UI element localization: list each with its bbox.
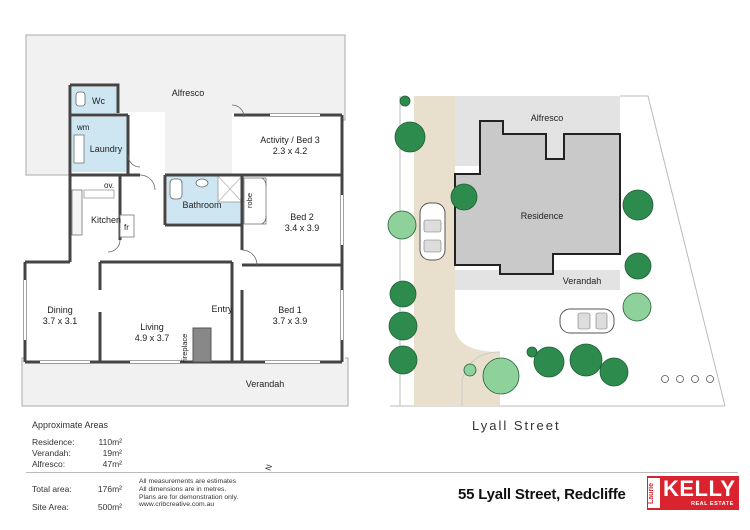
disclaimer-line: All dimensions are in metres.	[139, 485, 227, 493]
car-2	[559, 308, 615, 334]
tree	[394, 121, 426, 153]
agency-logo: Laurie KELLY REAL ESTATE	[647, 476, 739, 510]
fridge	[119, 214, 135, 238]
living-label: Living	[140, 322, 164, 332]
total-area-row: Total area: 176m²	[32, 484, 122, 495]
bed1-label: Bed 1	[278, 305, 302, 315]
door-swings	[107, 104, 267, 266]
toilet	[75, 91, 86, 107]
bed2-label: Bed 2	[290, 212, 314, 222]
tree	[622, 189, 654, 221]
driveway	[414, 96, 500, 406]
area-value: 47m²	[102, 459, 122, 469]
basin	[195, 178, 209, 188]
disclaimer: All measurements are estimates All dimen…	[139, 478, 238, 509]
disclaimer-line: All measurements are estimates	[139, 478, 237, 485]
shrub	[706, 375, 714, 383]
site-area-row: Site Area: 500m²	[32, 502, 122, 513]
boundary-right	[620, 95, 726, 407]
robe	[243, 177, 267, 225]
tree	[624, 252, 652, 280]
path-edge	[461, 351, 501, 406]
area-label: Residence:	[32, 437, 75, 447]
laundry-label: Laundry	[90, 144, 123, 154]
floor-plan: Alfresco Wc wm Laundry Activity / Bed 3 …	[21, 34, 349, 407]
disclaimer-line: www.cribcreative.com.au	[139, 501, 215, 509]
verandah-area	[21, 357, 349, 407]
entry-label: Entry	[211, 304, 233, 314]
tree	[388, 311, 418, 341]
areas-title: Approximate Areas	[32, 420, 109, 430]
shrub	[676, 375, 684, 383]
total-area-value: 176m²	[97, 484, 122, 494]
verandah-label: Verandah	[246, 379, 285, 389]
tree	[463, 363, 477, 377]
logo-laurie: Laurie	[648, 478, 660, 508]
disclaimer-line: Plans are for demonstration only.	[139, 493, 239, 501]
living-size: 4.9 x 3.7	[135, 333, 170, 343]
site-area-value: 500m²	[97, 502, 122, 512]
tree	[533, 346, 565, 378]
area-value: 110m²	[98, 437, 122, 447]
areas-row: Alfresco: 47m²	[32, 459, 122, 470]
vanity	[169, 178, 183, 200]
divider	[26, 472, 738, 473]
area-value: 19m²	[102, 448, 122, 458]
site-alfresco-label: Alfresco	[531, 113, 564, 123]
bed2-size: 3.4 x 3.9	[285, 223, 320, 233]
area-label: Verandah:	[32, 448, 71, 458]
dining-label: Dining	[47, 305, 73, 315]
residence	[454, 120, 621, 275]
kitchen-label: Kitchen	[91, 215, 121, 225]
tree	[389, 280, 417, 308]
tree	[399, 95, 411, 107]
north-label: N	[263, 463, 275, 472]
site-area-label: Site Area:	[32, 502, 69, 512]
area-label: Alfresco:	[32, 459, 66, 469]
trough	[73, 134, 85, 164]
activity-size: 2.3 x 4.2	[273, 146, 308, 156]
wc-label: Wc	[92, 96, 105, 106]
bathroom-label: Bathroom	[182, 200, 221, 210]
shrub	[691, 375, 699, 383]
kitchen-bench	[71, 189, 83, 236]
alfresco-label: Alfresco	[172, 88, 205, 98]
logo-kelly: KELLY	[663, 476, 736, 501]
tree	[526, 346, 538, 358]
tree	[387, 210, 417, 240]
site-plan: Alfresco Residence Verandah	[387, 95, 726, 407]
areas-row: Residence: 110m²	[32, 437, 122, 448]
dining-size: 3.7 x 3.1	[43, 316, 78, 326]
tree	[622, 292, 652, 322]
fireplace	[192, 327, 212, 363]
property-address: 55 Lyall Street, Redcliffe	[458, 486, 626, 503]
site-verandah	[455, 270, 620, 290]
street-label: Lyall Street	[472, 418, 561, 433]
tree	[450, 183, 478, 211]
trees	[387, 95, 714, 395]
fireplace-label: fireplace	[180, 334, 189, 362]
activity-label: Activity / Bed 3	[260, 135, 320, 145]
wm-label: wm	[76, 123, 90, 132]
tree	[599, 357, 629, 387]
tree	[388, 345, 418, 375]
areas-table: Approximate Areas Residence: 110m² Verand…	[32, 420, 122, 513]
total-area-label: Total area:	[32, 484, 72, 494]
fridge-label: fr	[124, 223, 129, 232]
robe-label: robe	[245, 193, 254, 208]
tree	[482, 357, 520, 395]
bed1-size: 3.7 x 3.9	[273, 316, 308, 326]
logo-real-estate: REAL ESTATE	[691, 501, 734, 507]
tree	[569, 343, 603, 377]
shrub	[661, 375, 669, 383]
site-verandah-label: Verandah	[563, 276, 602, 286]
site-residence-label: Residence	[521, 211, 564, 221]
car-1	[419, 202, 446, 261]
windows	[24, 114, 343, 363]
areas-row: Verandah: 19m²	[32, 448, 122, 459]
oven-label: ov.	[104, 181, 114, 190]
